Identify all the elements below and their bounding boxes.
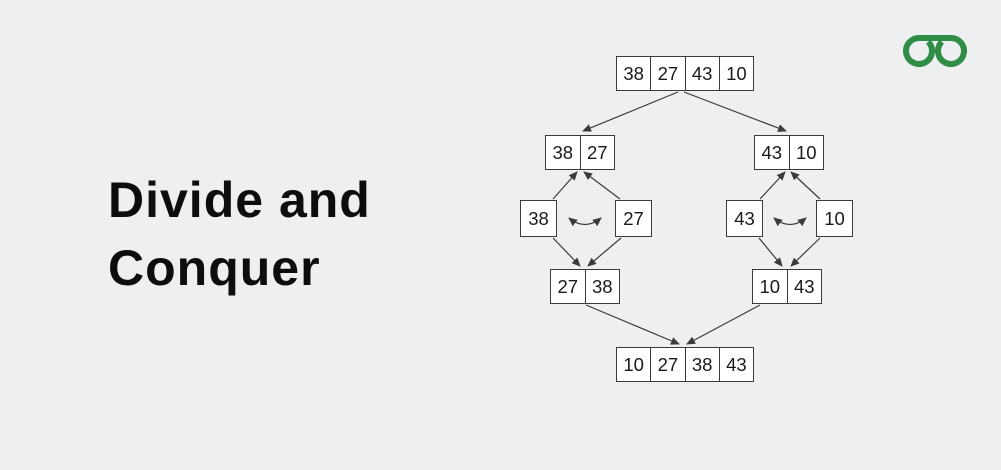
array-cell: 38 [591, 275, 613, 297]
array-cell: 38 [686, 348, 720, 381]
array-single-27: 27 [615, 200, 652, 237]
array-cell: 27 [651, 57, 686, 90]
array-single-43: 43 [726, 200, 763, 237]
array-cell: 43 [793, 275, 815, 297]
array-right-half: 43 10 [754, 135, 824, 170]
title-line-1: Divide and [108, 172, 371, 228]
array-cell: 10 [617, 348, 652, 381]
array-cell: 43 [726, 353, 747, 375]
array-cell: 27 [623, 207, 644, 229]
array-cell: 10 [795, 141, 817, 163]
array-right-merged: 10 43 [752, 269, 822, 304]
array-single-38: 38 [520, 200, 557, 237]
array-cell: 43 [686, 57, 720, 90]
array-left-merged: 27 38 [550, 269, 620, 304]
array-cell: 27 [551, 270, 586, 303]
array-cell: 38 [546, 136, 581, 169]
array-cell: 43 [755, 136, 790, 169]
array-unsorted: 38 27 43 10 [616, 56, 754, 91]
array-left-half: 38 27 [545, 135, 615, 170]
array-cell: 10 [753, 270, 788, 303]
array-sorted: 10 27 38 43 [616, 347, 754, 382]
array-single-10: 10 [816, 200, 853, 237]
array-cell: 10 [824, 207, 845, 229]
array-cell: 43 [734, 207, 755, 229]
array-cell: 27 [586, 141, 608, 163]
array-cell: 38 [528, 207, 549, 229]
array-cell: 38 [617, 57, 652, 90]
array-cell: 10 [726, 62, 747, 84]
title-line-2: Conquer [108, 240, 321, 296]
geeksforgeeks-logo-icon [902, 34, 968, 68]
array-cell: 27 [651, 348, 686, 381]
